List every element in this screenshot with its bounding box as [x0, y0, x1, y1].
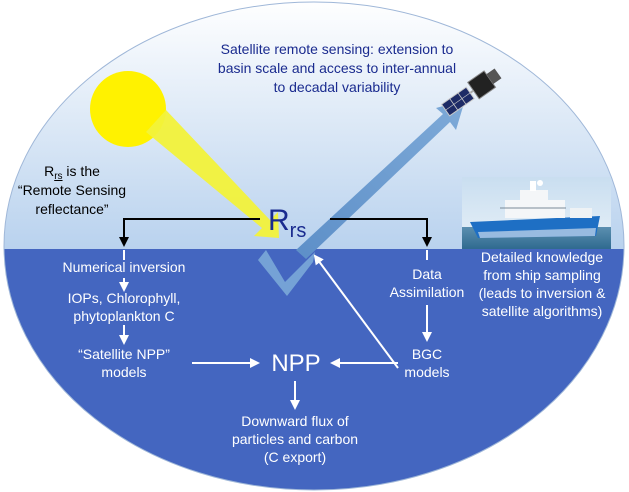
rrs-definition-line2: “Remote Sensing: [18, 182, 126, 198]
rrs-definition-line3: reflectance”: [35, 201, 108, 217]
data-assimilation-line1: Data: [412, 266, 442, 282]
underwater-light-path: [258, 250, 315, 296]
npp-label: NPP: [271, 350, 320, 377]
downward-flux-line3: (C export): [264, 449, 326, 465]
satellite-caption-line1: Satellite remote sensing: extension to: [221, 41, 454, 57]
sun-icon: [90, 71, 166, 147]
data-assimilation-line2: Assimilation: [390, 284, 465, 300]
satellite-npp-label-line2: models: [101, 364, 146, 380]
ship-caption-line2: from ship sampling: [483, 267, 601, 283]
rrs-to-inversion-connector: [119, 218, 260, 247]
rrs-center-label: Rrs: [268, 204, 306, 242]
rrs-definition: Rrs is the “Remote Sensing reflectance”: [18, 163, 126, 217]
bgc-label-line1: BGC: [412, 346, 442, 362]
rrs-definition-line1: Rrs is the: [44, 163, 100, 182]
satellite-caption-line2: basin scale and access to inter-annual: [218, 60, 456, 76]
ellipse-outline: [3, 1, 625, 491]
ship-photo: [462, 177, 611, 249]
iops-label-line1: IOPs, Chlorophyll,: [68, 290, 181, 306]
bgc-label-line2: models: [404, 364, 449, 380]
ship-caption-line1: Detailed knowledge: [481, 249, 603, 265]
ship-caption-line3: (leads to inversion &: [479, 285, 607, 301]
satellite-icon: [440, 68, 502, 117]
satellite-npp-label-line1: “Satellite NPP”: [78, 346, 170, 362]
rrs-to-assimilation-connector: [330, 218, 432, 247]
bgc-to-rrs-arrow: [313, 254, 399, 369]
iops-label-line2: phytoplankton C: [73, 308, 174, 324]
sun-ray-arrow: [146, 110, 279, 238]
ship-caption-line4: satellite algorithms): [482, 303, 603, 319]
downward-flux-line2: particles and carbon: [232, 431, 358, 447]
numerical-inversion-label: Numerical inversion: [63, 259, 186, 275]
satellite-caption: Satellite remote sensing: extension to b…: [218, 41, 456, 95]
satellite-caption-line3: to decadal variability: [274, 79, 401, 95]
downward-flux-line1: Downward flux of: [241, 413, 348, 429]
